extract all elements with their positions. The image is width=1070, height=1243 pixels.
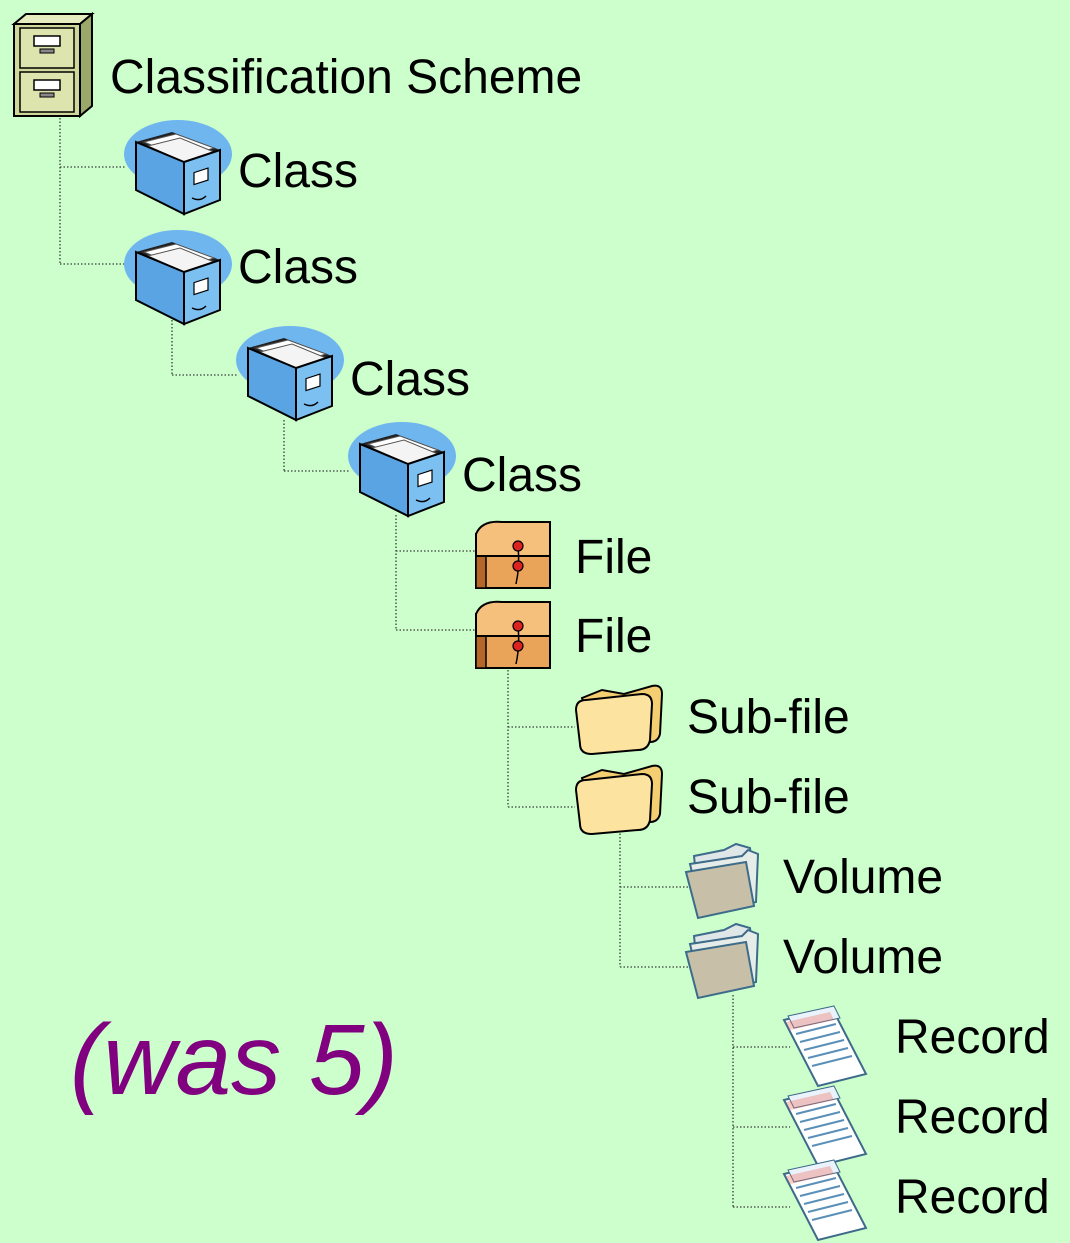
grey-folder-icon [684,922,760,1000]
node-label: Class [350,353,471,406]
annotation-note: (was 5) [70,1004,398,1116]
node-label: Class [462,449,583,502]
manila-folder-icon [574,684,664,756]
node-label: Volume [783,851,944,904]
card-drawer-icon [348,422,456,518]
tied-envelope-file-icon [475,600,551,669]
node-label: File [575,610,653,663]
node-label: Record [895,1011,1050,1064]
card-drawer-icon [236,326,344,422]
node-label: Class [238,145,359,198]
card-drawer-icon [124,120,232,216]
node-label: Classification Scheme [110,51,583,104]
node-label: Record [895,1091,1050,1144]
tied-envelope-file-icon [475,520,551,589]
filing-cabinet-icon [11,11,95,118]
node-label: Sub-file [687,691,850,744]
document-icon [782,1085,868,1168]
card-drawer-icon [124,230,232,326]
node-label: Volume [783,931,944,984]
node-label: File [575,531,653,584]
document-icon [782,1159,868,1242]
node-label: Class [238,241,359,294]
node-label: Record [895,1171,1050,1224]
document-icon [782,1005,868,1088]
manila-folder-icon [574,764,664,836]
grey-folder-icon [684,842,760,920]
node-label: Sub-file [687,771,850,824]
